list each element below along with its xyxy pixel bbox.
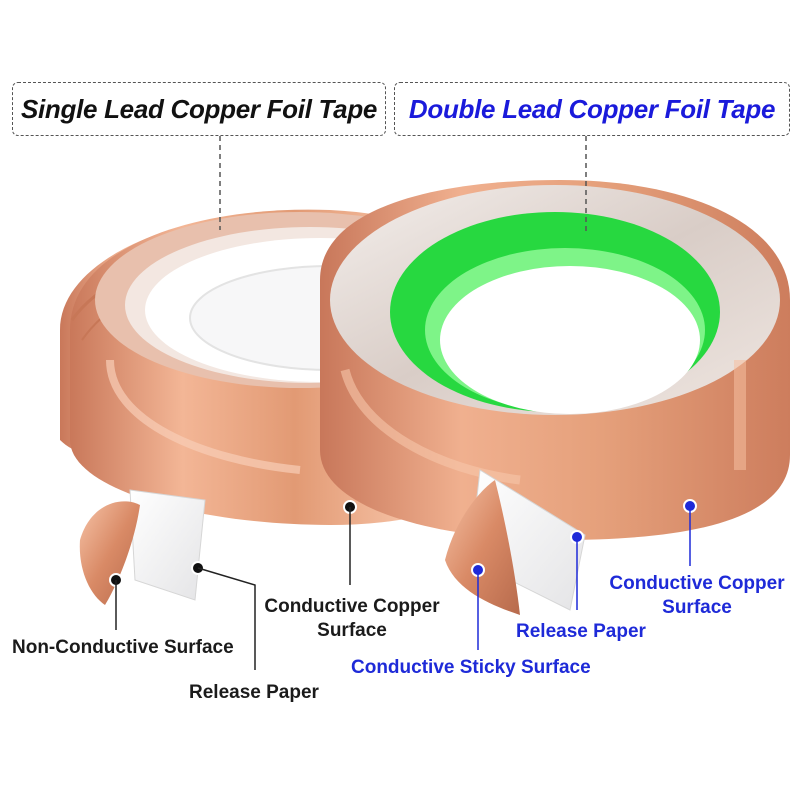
label-single-conductive-copper-line1: Conductive Copper xyxy=(264,596,440,617)
double-copper-curl xyxy=(445,480,520,615)
label-double-release-paper: Release Paper xyxy=(516,621,646,642)
label-single-conductive-copper: Conductive Copper Surface xyxy=(262,595,442,643)
label-single-conductive-copper-line2: Surface xyxy=(317,620,387,641)
label-double-conductive-copper: Conductive Copper Surface xyxy=(604,572,790,620)
single-callout-lines xyxy=(109,500,357,670)
double-lead-tape-roll xyxy=(320,180,790,540)
label-single-release-paper: Release Paper xyxy=(189,682,319,703)
label-conductive-sticky-surface: Conductive Sticky Surface xyxy=(351,657,591,678)
double-callout-lines xyxy=(471,499,697,650)
single-copper-curl xyxy=(79,501,140,605)
double-lead-title: Double Lead Copper Foil Tape xyxy=(394,82,790,136)
label-non-conductive-surface: Non-Conductive Surface xyxy=(12,637,234,658)
single-release-paper-strip xyxy=(129,489,206,601)
label-double-conductive-copper-line1: Conductive Copper xyxy=(609,573,785,594)
label-double-conductive-copper-line2: Surface xyxy=(662,597,732,618)
single-lead-title: Single Lead Copper Foil Tape xyxy=(12,82,386,136)
